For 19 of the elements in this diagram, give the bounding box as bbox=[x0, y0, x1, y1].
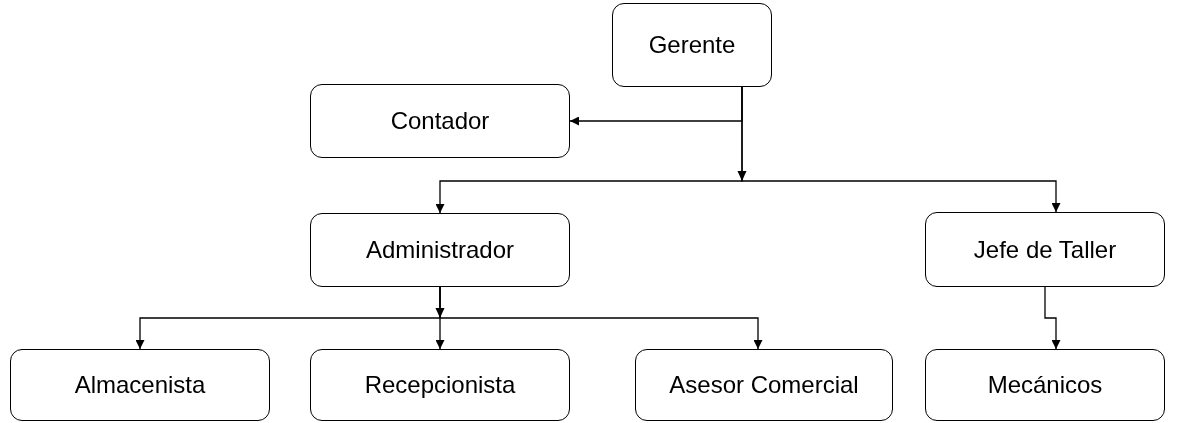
role-title: Recepcionista bbox=[364, 370, 516, 400]
role-box bbox=[612, 3, 772, 87]
role-box bbox=[310, 84, 570, 158]
role-title: Almacenista bbox=[74, 370, 206, 400]
connector-arrow bbox=[1044, 286, 1061, 350]
role-title: Mecánicos bbox=[987, 370, 1103, 400]
connector-arrow bbox=[741, 86, 1061, 213]
role-box bbox=[10, 349, 270, 421]
role-title: Jefe de Taller bbox=[973, 234, 1117, 265]
role-title: Contador bbox=[390, 106, 490, 136]
connector-arrow bbox=[439, 286, 763, 350]
role-box bbox=[925, 212, 1165, 287]
role-box bbox=[635, 349, 893, 421]
role-box bbox=[925, 349, 1165, 421]
role-title: Administrador bbox=[365, 235, 515, 265]
role-box bbox=[310, 213, 570, 287]
role-box bbox=[310, 349, 570, 421]
role-title: Asesor Comercial bbox=[669, 370, 859, 400]
role-title: Gerente bbox=[648, 30, 736, 60]
